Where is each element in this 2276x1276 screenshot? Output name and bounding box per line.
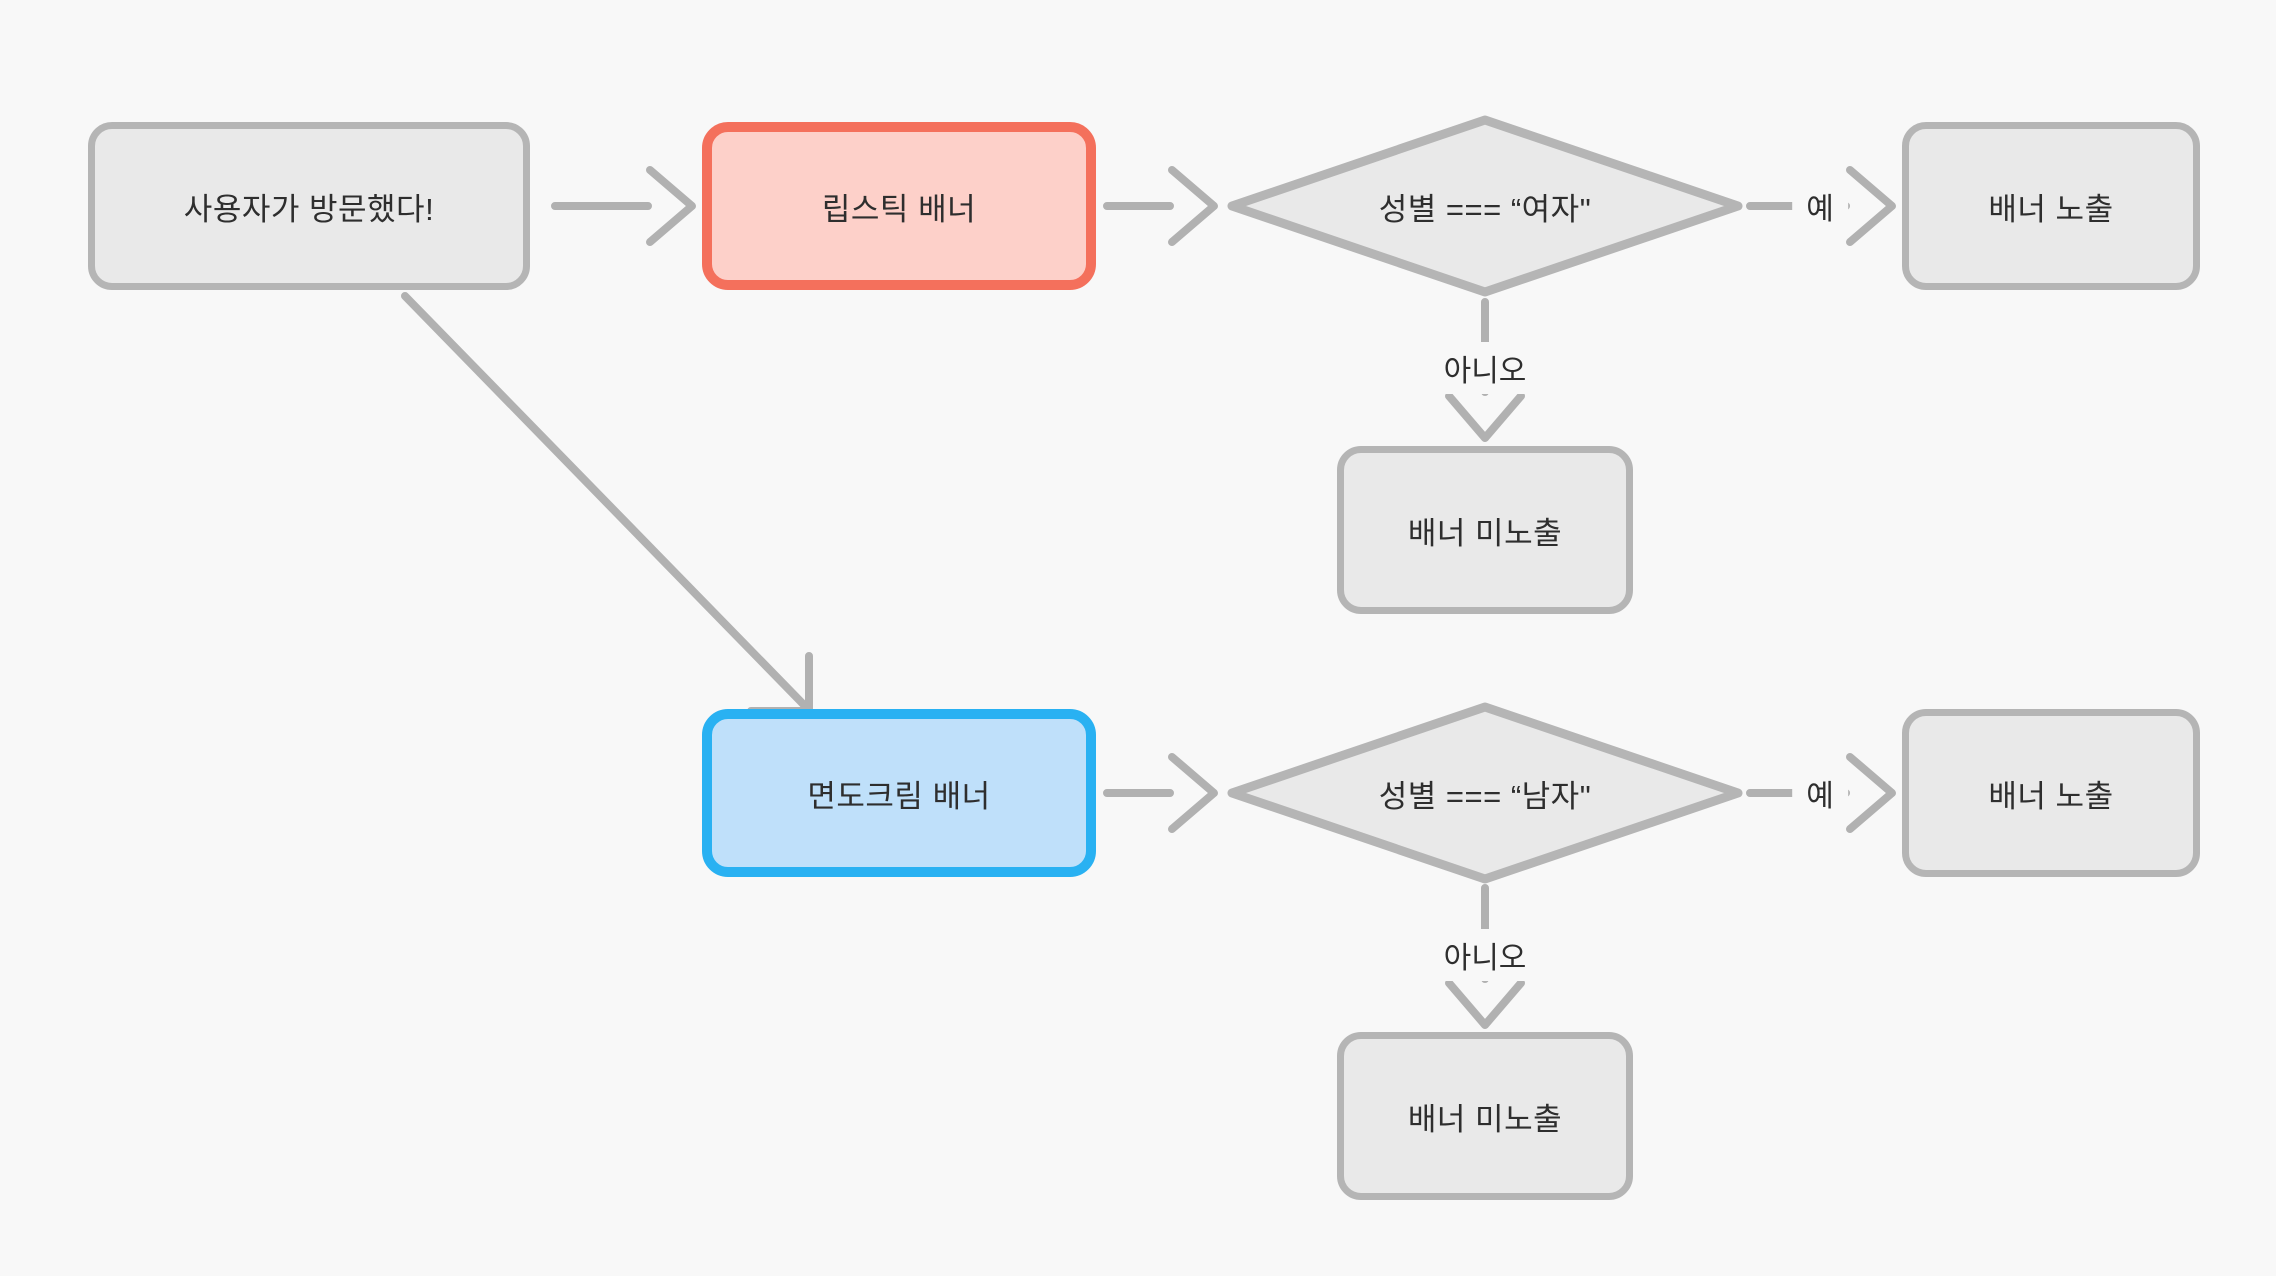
edge-start-to-lipstick	[551, 166, 696, 246]
node-start-label: 사용자가 방문했다!	[183, 191, 435, 227]
edge-start-to-shaving	[401, 292, 813, 715]
node-lipstick-banner-label: 립스틱 배너	[821, 191, 977, 227]
edge-lipstick-to-decision-female	[1103, 166, 1218, 246]
edge-label-yes-male: 예	[1792, 767, 1848, 819]
edge-label-no-female: 아니오	[1429, 342, 1541, 394]
node-show-banner-female-label: 배너 노출	[1988, 191, 2114, 227]
node-shaving-banner: 면도크림 배너	[702, 709, 1096, 877]
node-decision-female-label: 성별 === “여자"	[1378, 191, 1592, 227]
node-hide-banner-female: 배너 미노출	[1337, 446, 1633, 614]
node-start: 사용자가 방문했다!	[88, 122, 530, 290]
decision-female-diamond	[1227, 115, 1743, 297]
decision-male-diamond	[1227, 702, 1743, 884]
node-show-banner-female: 배너 노출	[1902, 122, 2200, 290]
node-lipstick-banner: 립스틱 배너	[702, 122, 1096, 290]
node-shaving-banner-label: 면도크림 배너	[807, 778, 991, 814]
node-hide-banner-male: 배너 미노출	[1337, 1032, 1633, 1200]
node-hide-banner-female-label: 배너 미노출	[1407, 515, 1563, 551]
node-hide-banner-male-label: 배너 미노출	[1407, 1101, 1563, 1137]
edge-shaving-to-decision-male	[1103, 753, 1218, 833]
node-decision-male-label: 성별 === “남자"	[1378, 778, 1592, 814]
edge-label-yes-female: 예	[1792, 180, 1848, 232]
node-show-banner-male-label: 배너 노출	[1988, 778, 2114, 814]
node-show-banner-male: 배너 노출	[1902, 709, 2200, 877]
edge-label-no-male: 아니오	[1429, 929, 1541, 981]
